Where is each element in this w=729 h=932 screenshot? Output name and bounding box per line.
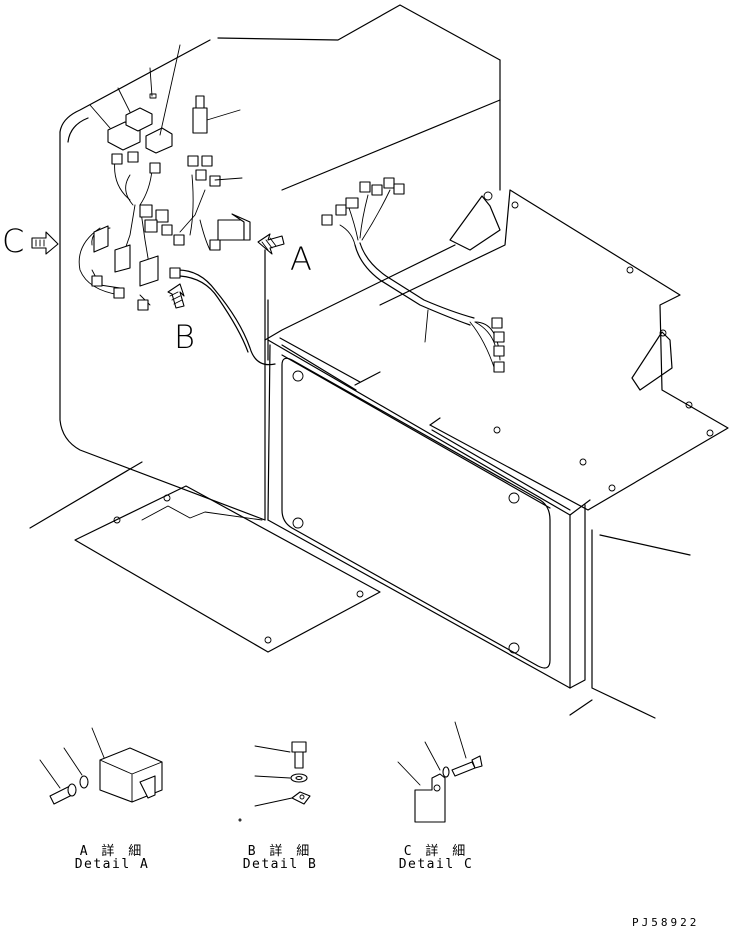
cabinet-housing [59,4,501,521]
detail-c-drawing [397,721,483,823]
wire-harness-deck [321,177,505,373]
detail-b-drawing [238,741,311,822]
callout-arrow-c [31,231,59,255]
callout-letter-c: C [2,222,25,260]
detail-c-caption-jp: C 詳 細 [403,844,469,859]
callout-letter-b: B [174,318,195,356]
detail-c-caption-en: Detail C [398,857,474,872]
callout-arrow-a [257,233,285,255]
leader-lines [89,44,429,343]
lower-compartment [267,337,591,689]
callout-arrow-b [167,283,185,309]
detail-a-caption-en: Detail A [74,857,150,872]
connector-blocks [91,95,251,311]
drawing-code: PJ58922 [632,916,700,929]
floor-lines [29,461,691,719]
deck-plate [354,189,729,511]
detail-b-caption-jp: B 詳 細 [247,844,313,859]
callout-letter-a: A [290,240,312,278]
detail-a-drawing [39,727,163,805]
detail-b-caption-en: Detail B [242,857,318,872]
detail-a-caption-jp: A 詳 細 [79,844,145,859]
